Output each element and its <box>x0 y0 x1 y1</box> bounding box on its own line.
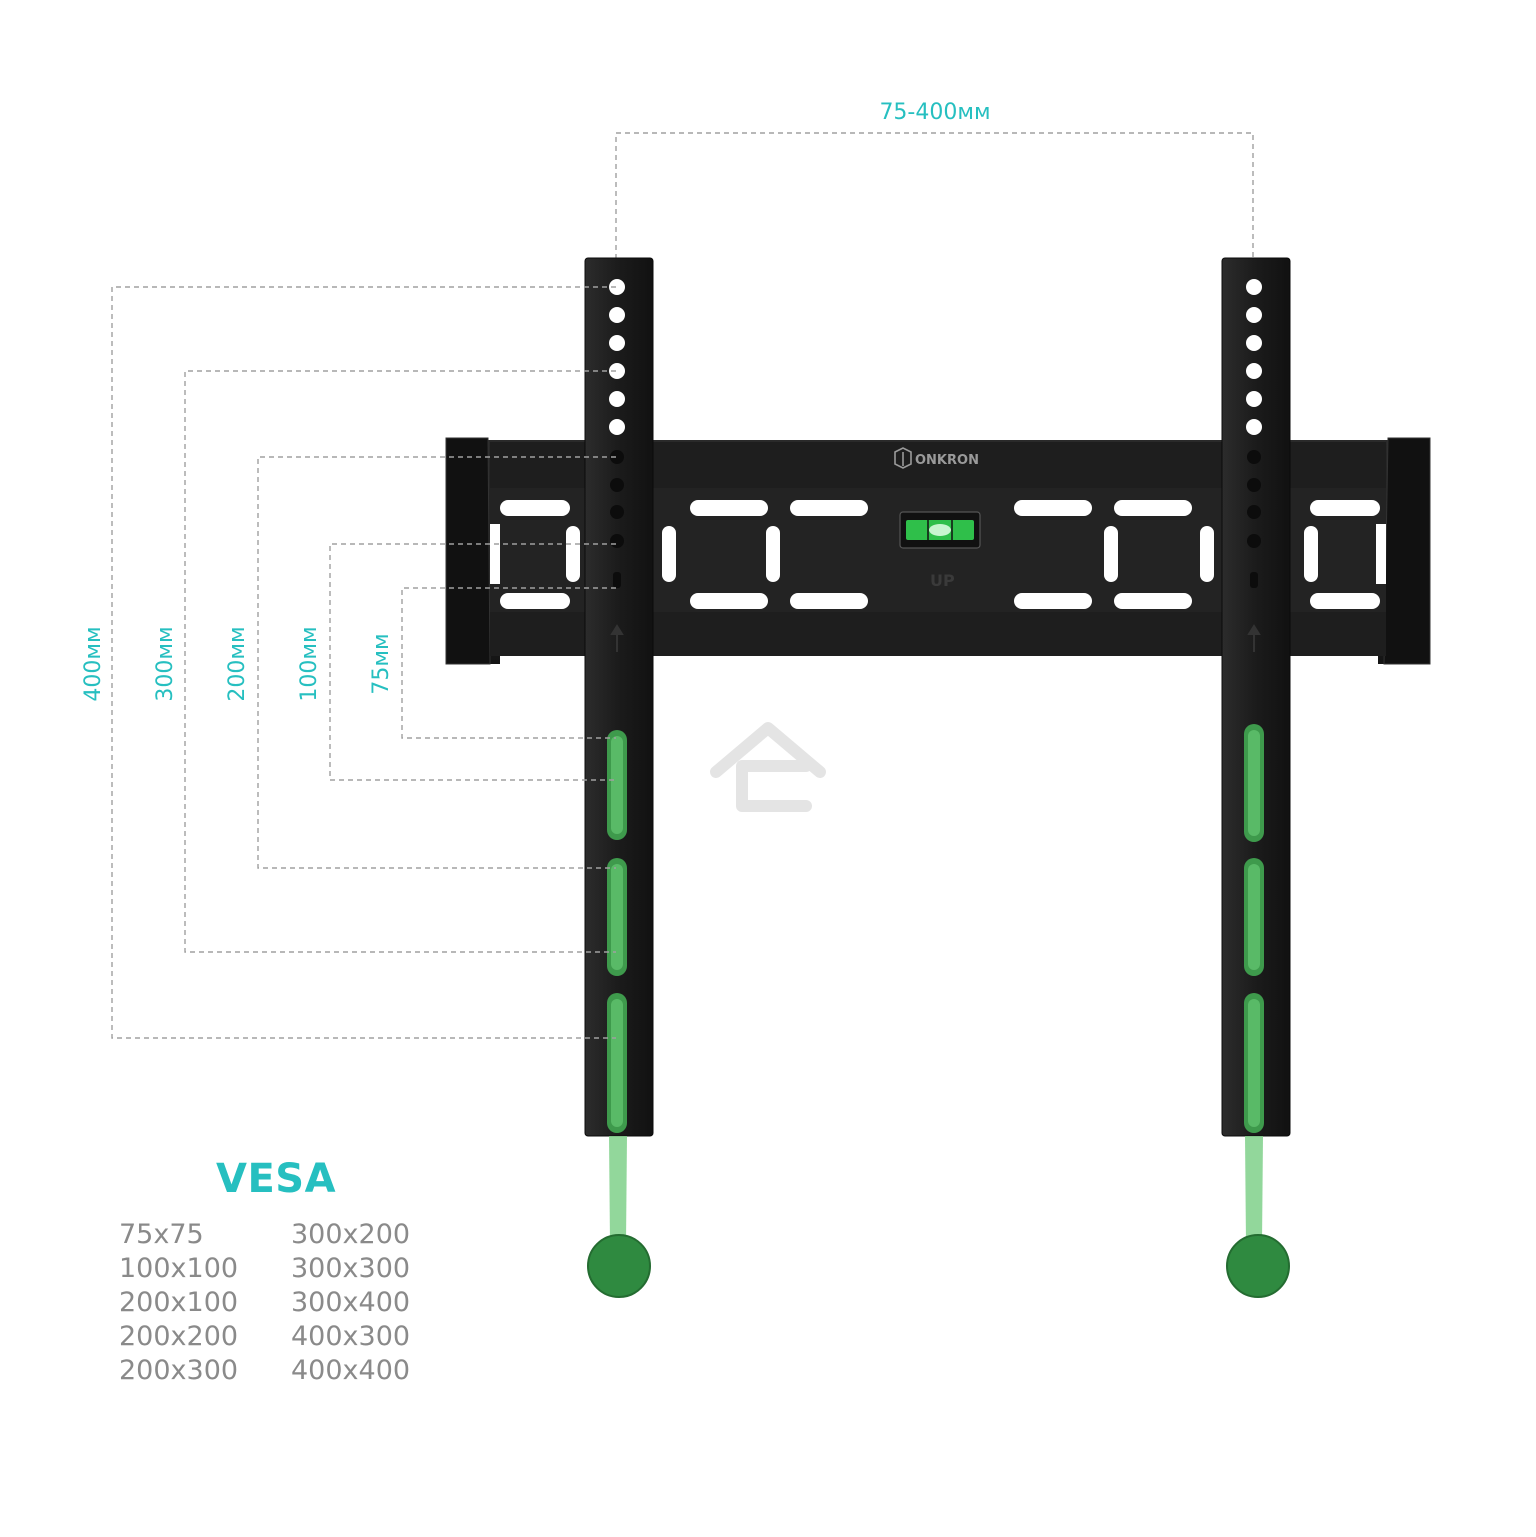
right-safety-strap <box>1226 1136 1290 1298</box>
horizontal-dimension: 75-400мм <box>615 100 1254 286</box>
left-vertical-bracket <box>584 257 654 1137</box>
vesa-size: 100x100 <box>119 1253 239 1284</box>
vesa-list-right: 300x200 300x300 300x400 400x300 400x400 <box>291 1218 410 1388</box>
vesa-size: 200x300 <box>119 1355 239 1386</box>
vesa-size: 300x200 <box>291 1219 411 1250</box>
dimension-label-200: 200мм <box>225 626 250 701</box>
vesa-size: 75x75 <box>119 1219 204 1250</box>
bubble-level: UP <box>899 511 981 590</box>
vesa-size: 300x400 <box>291 1287 411 1318</box>
dimension-label-400: 400мм <box>81 626 106 701</box>
vesa-size: 300x300 <box>291 1253 411 1284</box>
horizontal-dimension-label: 75-400мм <box>879 100 990 125</box>
vesa-size: 200x100 <box>119 1287 239 1318</box>
dimension-label-75: 75мм <box>369 633 394 694</box>
vesa-size: 400x300 <box>291 1321 411 1352</box>
vesa-list-left: 75x75 100x100 200x100 200x200 200x300 <box>119 1218 238 1388</box>
vesa-title: VESA <box>216 1156 337 1202</box>
onkron-logo: ONKRON <box>894 447 979 469</box>
house-watermark-icon <box>710 722 826 812</box>
svg-text:ONKRON: ONKRON <box>915 453 979 468</box>
dimension-label-300: 300мм <box>153 626 178 701</box>
right-vertical-bracket <box>1221 257 1291 1137</box>
vertical-dimensions: 400мм 300мм 200мм 100мм 75мм <box>81 286 616 1039</box>
left-safety-strap <box>587 1136 651 1298</box>
svg-text:UP: UP <box>930 571 955 590</box>
dimension-label-100: 100мм <box>297 626 322 701</box>
vesa-size: 400x400 <box>291 1355 411 1386</box>
vesa-size: 200x200 <box>119 1321 239 1352</box>
